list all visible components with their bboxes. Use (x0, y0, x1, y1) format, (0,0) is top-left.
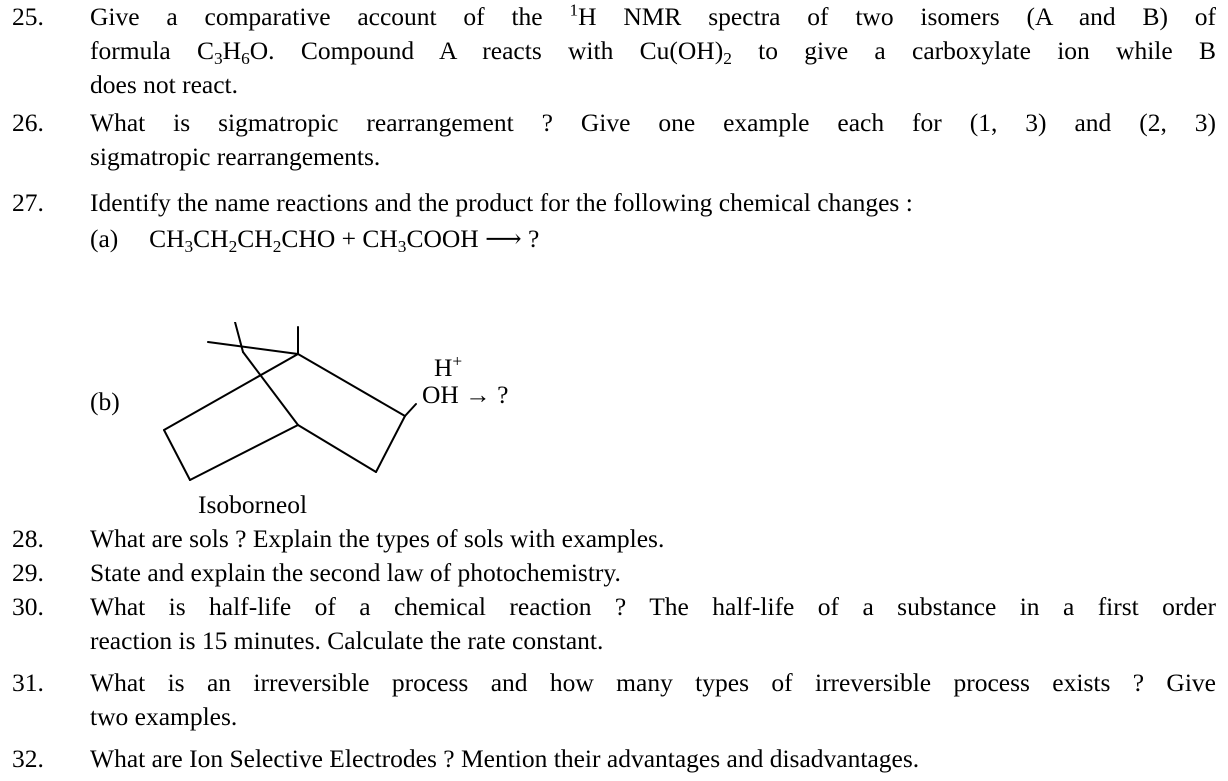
question-number: 29. (12, 558, 44, 587)
question-number: 26. (12, 108, 44, 137)
subscript: 2 (723, 49, 732, 69)
question-text: State and explain the second law of phot… (90, 556, 1216, 590)
unknown-product: ? (497, 380, 509, 409)
question-29: 29. State and explain the second law of … (12, 556, 1216, 590)
bond (189, 424, 299, 481)
question-line: What is an irreversible process and how … (90, 668, 1216, 697)
question-line: two examples. (90, 702, 238, 731)
compound-name: Isoborneol (198, 490, 308, 519)
question-25: 25. Give a comparative account of the 1H… (12, 0, 1216, 102)
text-span: O. Compound A reacts with Cu(OH) (249, 36, 724, 65)
text-span: CH (193, 224, 229, 253)
bond (242, 351, 299, 426)
question-line: Identify the name reactions and the prod… (90, 188, 913, 217)
isoborneol-structure (163, 322, 417, 481)
subscript: 3 (397, 237, 407, 257)
question-line: What is half-life of a chemical reaction… (90, 592, 1216, 621)
question-text: What are Ion Selective Electrodes ? Ment… (90, 742, 1216, 776)
text-span: H (434, 353, 453, 382)
question-number: 30. (12, 592, 44, 621)
part-label: (a) (90, 224, 119, 253)
text-span: CH (149, 224, 185, 253)
bond (163, 353, 299, 431)
part-b-label: (b) (90, 387, 120, 416)
text-span: H NMR spectra of two isomers (A and B) o… (578, 2, 1216, 31)
question-31: 31. What is an irreversible process and … (12, 666, 1216, 734)
subscript: 2 (272, 237, 282, 257)
question-line: does not react. (90, 70, 238, 99)
bond (207, 341, 299, 355)
subscript: 3 (184, 237, 194, 257)
part-b-reagent: H+ (434, 351, 462, 385)
question-text: What is an irreversible process and how … (90, 666, 1216, 734)
reaction-arrow: ⟶ (485, 224, 522, 253)
subscript: 2 (228, 237, 238, 257)
question-text: What is sigmatropic rearrangement ? Give… (90, 106, 1216, 174)
text-span: H (222, 36, 242, 65)
question-number: 27. (12, 188, 44, 217)
question-number: 31. (12, 668, 44, 697)
superscript: 1 (569, 0, 579, 20)
subscript: 6 (241, 49, 250, 69)
question-27: 27. Identify the name reactions and the … (12, 186, 1216, 220)
question-line: formula C3H6O. Compound A reacts with Cu… (90, 34, 1216, 68)
part-a: (a) CH3CH2CH2CHO + CH3COOH ⟶ ? (90, 222, 539, 256)
bond (163, 429, 191, 481)
text-span: formula C (90, 36, 214, 65)
text-span: COOH (406, 224, 479, 253)
question-28: 28. What are sols ? Explain the types of… (12, 522, 1216, 556)
question-line: What are sols ? Explain the types of sol… (90, 524, 665, 553)
question-text: Identify the name reactions and the prod… (90, 186, 1216, 220)
text-span: Give a comparative account of the (90, 2, 543, 31)
subscript: 3 (214, 49, 223, 69)
text-span: CH (237, 224, 273, 253)
question-line: What are Ion Selective Electrodes ? Ment… (90, 744, 920, 773)
question-number: 32. (12, 744, 44, 773)
question-26: 26. What is sigmatropic rearrangement ? … (12, 106, 1216, 174)
bond (375, 415, 406, 473)
question-text: What are sols ? Explain the types of sol… (90, 522, 1216, 556)
bond (404, 403, 417, 417)
question-number: 25. (12, 2, 44, 31)
superscript: + (452, 351, 463, 371)
hydroxyl-group: OH (422, 380, 459, 409)
part-b-reaction: OH → ? (422, 378, 508, 412)
question-line: What is sigmatropic rearrangement ? Give… (90, 108, 1216, 137)
reaction-equation: CH3CH2CH2CHO + CH3COOH ⟶ ? (149, 224, 540, 257)
question-text: Give a comparative account of the 1H NMR… (90, 0, 1216, 102)
unknown-product: ? (528, 224, 540, 253)
question-32: 32. What are Ion Selective Electrodes ? … (12, 742, 1216, 776)
question-text: What is half-life of a chemical reaction… (90, 590, 1216, 658)
text-span: to give a carboxylate ion while B (731, 36, 1216, 65)
text-span: CHO + CH (281, 224, 398, 253)
question-line: reaction is 15 minutes. Calculate the ra… (90, 626, 604, 655)
bond (297, 424, 377, 473)
question-line: sigmatropic rearrangements. (90, 142, 381, 171)
reaction-arrow: → (465, 380, 491, 409)
question-number: 28. (12, 524, 44, 553)
question-line: Give a comparative account of the 1H NMR… (90, 0, 1216, 34)
bond (297, 353, 406, 417)
question-30: 30. What is half-life of a chemical reac… (12, 590, 1216, 658)
question-line: State and explain the second law of phot… (90, 558, 621, 587)
